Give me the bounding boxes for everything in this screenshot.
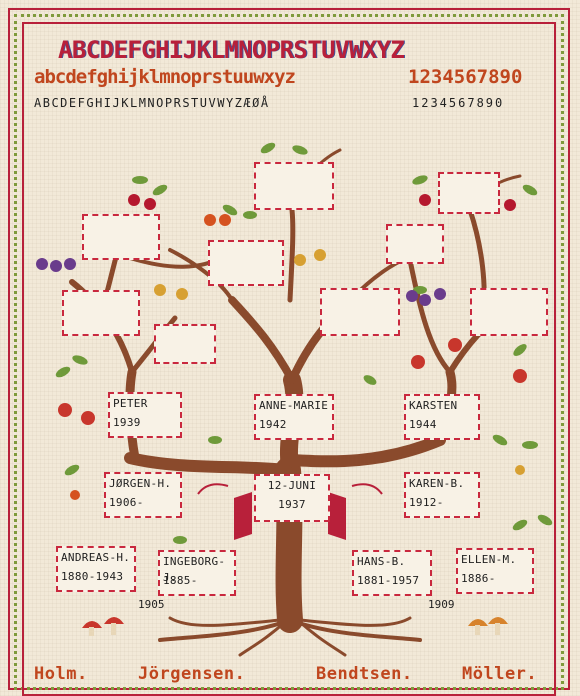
- person-year: 1942: [259, 418, 287, 431]
- surname-3: Bendtsen.: [316, 664, 413, 684]
- marriage-year-left: 1905: [138, 598, 165, 611]
- digits-large: 1234567890: [408, 66, 523, 88]
- person-name: HANS-B.: [357, 555, 406, 568]
- vine-border: [14, 14, 564, 690]
- empty-name-frame: [82, 214, 160, 260]
- person-card-karsten: KARSTEN 1944: [404, 394, 480, 440]
- person-name: ANDREAS-H.: [61, 551, 131, 564]
- alphabet-small: ABCDEFGHIJKLMNOPRSTUVWYZÆØÅ: [34, 96, 270, 110]
- empty-name-frame: [438, 172, 500, 214]
- wedding-day: 12-JUNI: [267, 479, 317, 492]
- person-name: KARSTEN: [409, 399, 458, 412]
- empty-name-frame: [154, 324, 216, 364]
- person-name: PETER: [113, 397, 148, 410]
- person-year: 1880-1943: [61, 570, 124, 583]
- person-name: INGEBORG-J.: [163, 555, 226, 584]
- person-card-jorgen: JØRGEN-H. 1906-: [104, 472, 182, 518]
- person-year: 1906-: [109, 496, 144, 509]
- person-card-anne-marie: ANNE-MARIE 1942: [254, 394, 334, 440]
- empty-name-frame: [470, 288, 548, 336]
- person-card-peter: PETER 1939: [108, 392, 182, 438]
- person-name: ANNE-MARIE: [259, 399, 329, 412]
- surname-2: Jörgensen.: [138, 664, 246, 684]
- empty-name-frame: [208, 240, 284, 286]
- wedding-date-card: 12-JUNI 1937: [254, 474, 330, 522]
- alphabet-upper: ABCDEFGHIJKLMNOPRSTUVWXYZ: [58, 36, 405, 64]
- surname-1: Holm.: [34, 664, 88, 684]
- digits-small: 1234567890: [412, 96, 505, 110]
- person-year: 1912-: [409, 496, 444, 509]
- person-card-karen: KAREN-B. 1912-: [404, 472, 480, 518]
- person-card-ingeborg: INGEBORG-J. 1885-: [158, 550, 236, 596]
- person-card-hans: HANS-B. 1881-1957: [352, 550, 432, 596]
- person-year: 1939: [113, 416, 141, 429]
- person-name: JØRGEN-H.: [109, 477, 172, 490]
- wedding-year: 1937: [278, 498, 306, 511]
- person-card-andreas: ANDREAS-H. 1880-1943: [56, 546, 136, 592]
- person-name: ELLEN-M.: [461, 553, 517, 566]
- inner-border: [22, 22, 556, 696]
- person-year: 1944: [409, 418, 437, 431]
- person-year: 1886-: [461, 572, 496, 585]
- empty-name-frame: [320, 288, 400, 336]
- empty-name-frame: [254, 162, 334, 210]
- person-year: 1885-: [163, 574, 198, 587]
- marriage-year-right: 1909: [428, 598, 455, 611]
- person-card-ellen: ELLEN-M. 1886-: [456, 548, 534, 594]
- person-year: 1881-1957: [357, 574, 420, 587]
- empty-name-frame: [386, 224, 444, 264]
- person-name: KAREN-B.: [409, 477, 465, 490]
- empty-name-frame: [62, 290, 140, 336]
- alphabet-lower: abcdefghijklmnoprstuuwxyz: [34, 66, 296, 88]
- surname-4: Möller.: [462, 664, 538, 684]
